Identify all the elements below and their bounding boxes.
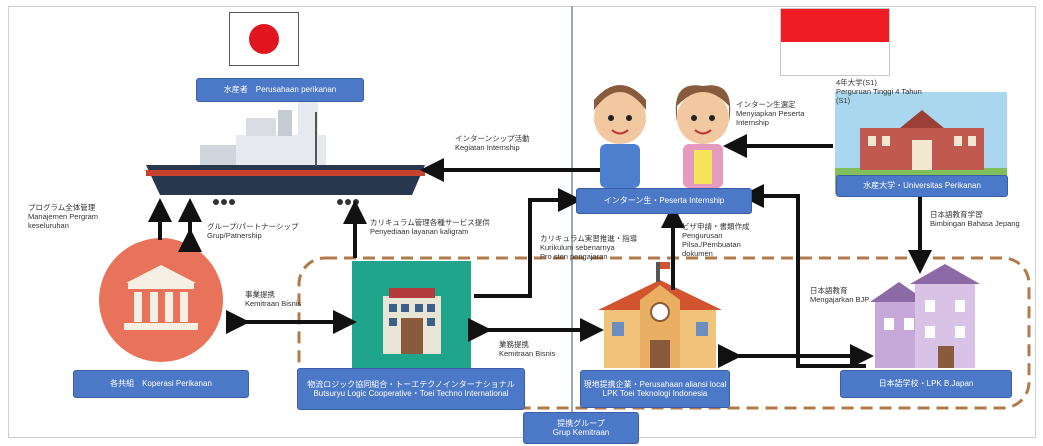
- lpk-bjapan-box: 日本語学校・LPK B.Japan: [840, 370, 1012, 398]
- bank-building-icon: [99, 238, 223, 362]
- houses-icon: [870, 264, 980, 368]
- fishing-ship-icon: [146, 100, 425, 205]
- fishery-company-box: 水産者 Perusahaan perikanan: [196, 78, 364, 102]
- school-building-icon: [598, 262, 722, 368]
- girl-student-icon: [675, 85, 731, 188]
- indonesia-flag-icon: [780, 8, 890, 76]
- butsuryu-box: 物流ロジック協同組合・トーエテクノインターナショナル Butsuryu Logi…: [297, 368, 525, 410]
- diagram-frame: [8, 6, 1036, 438]
- university-box: 水産大学・Universitas Perikanan: [836, 175, 1008, 197]
- lpk-toei-box: 現地提携企業・Perusahaan aliansi local LPK Toei…: [580, 370, 730, 408]
- university-type-label: 4年大学(S1)Perguruan Tinggi 4 Tahun(S1): [836, 78, 922, 105]
- intern-box: インターン生・Peserta Internship: [576, 188, 752, 214]
- koperasi-box: 各共組 Koperasi Perikanan: [73, 370, 249, 398]
- office-building-icon: [352, 261, 471, 368]
- grup-kemitraan-box: 提携グループ Grup Kemitraan: [523, 412, 639, 444]
- boy-student-icon: [594, 85, 646, 188]
- japan-flag-icon: [229, 12, 299, 66]
- country-divider: [571, 6, 573, 436]
